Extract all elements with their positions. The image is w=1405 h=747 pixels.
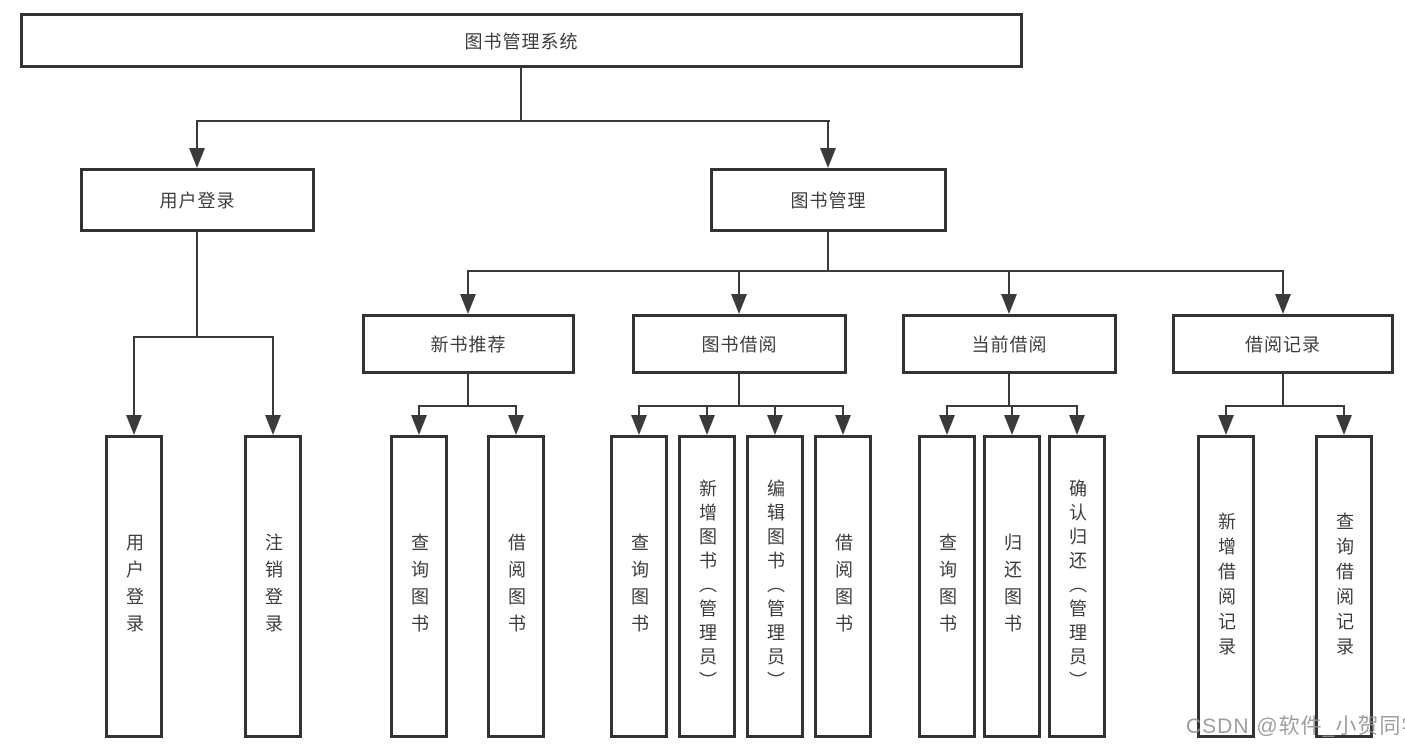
leaf-logout: 注销登录	[244, 435, 302, 738]
arrow-down-icon	[189, 148, 205, 168]
connector-line	[1225, 405, 1227, 419]
csdn-watermark: CSDN @软件_小贺同学	[1186, 715, 1405, 738]
connector-line	[842, 405, 844, 419]
connector-line	[827, 120, 829, 150]
leaf-label: 用户登录	[124, 532, 144, 641]
connector-line	[133, 336, 274, 338]
leaf-add-borrow-record: 新增借阅记录	[1197, 435, 1255, 738]
connector-line	[1343, 405, 1345, 419]
arrow-down-icon	[820, 148, 836, 168]
arrow-down-icon	[835, 415, 851, 435]
leaf-label: 借阅图书	[833, 532, 853, 641]
leaf-add-books-admin: 新增图书（管理员）	[678, 435, 736, 738]
connector-line	[1008, 270, 1010, 298]
leaf-borrow-books-borrowing: 借阅图书	[814, 435, 872, 738]
connector-line	[946, 405, 948, 419]
connector-line	[418, 405, 420, 419]
connector-line	[515, 405, 517, 419]
node-current-borrowing: 当前借阅	[902, 314, 1117, 374]
connector-line	[467, 270, 469, 298]
leaf-edit-books-admin: 编辑图书（管理员）	[746, 435, 804, 738]
connector-line	[418, 405, 517, 407]
connector-line	[196, 120, 830, 122]
connector-line	[520, 68, 522, 120]
connector-line	[272, 336, 274, 417]
connector-line	[1011, 405, 1013, 419]
connector-line	[706, 405, 708, 419]
node-book-borrowing: 图书借阅	[632, 314, 847, 374]
connector-line	[467, 270, 1283, 272]
connector-line	[1008, 374, 1010, 405]
node-book-management: 图书管理	[710, 168, 947, 232]
leaf-query-borrow-record: 查询借阅记录	[1315, 435, 1373, 738]
connector-line	[638, 405, 844, 407]
arrow-down-icon	[699, 415, 715, 435]
leaf-query-books-current: 查询图书	[918, 435, 976, 738]
arrow-down-icon	[767, 415, 783, 435]
arrow-down-icon	[1069, 415, 1085, 435]
leaf-label: 借阅图书	[506, 532, 526, 641]
connector-line	[133, 336, 135, 417]
arrow-down-icon	[1275, 294, 1291, 314]
node-user-login: 用户登录	[80, 168, 315, 232]
leaf-query-books-borrowing: 查询图书	[610, 435, 668, 738]
leaf-query-books-recommend: 查询图书	[390, 435, 448, 738]
arrow-down-icon	[265, 415, 281, 435]
arrow-down-icon	[460, 294, 476, 314]
leaf-label: 查询图书	[937, 532, 957, 641]
arrow-down-icon	[1336, 415, 1352, 435]
leaf-label: 新增借阅记录	[1216, 511, 1236, 662]
arrow-down-icon	[411, 415, 427, 435]
connector-line	[196, 232, 198, 336]
leaf-label: 注销登录	[263, 532, 283, 641]
leaf-return-books: 归还图书	[983, 435, 1041, 738]
node-borrowing-records: 借阅记录	[1172, 314, 1394, 374]
leaf-label: 确认归还（管理员）	[1067, 478, 1087, 695]
leaf-label: 查询图书	[409, 532, 429, 641]
connector-line	[827, 232, 829, 270]
arrow-down-icon	[1001, 294, 1017, 314]
arrow-down-icon	[1004, 415, 1020, 435]
leaf-user-login: 用户登录	[105, 435, 163, 738]
connector-line	[738, 374, 740, 405]
leaf-label: 查询图书	[629, 532, 649, 641]
connector-line	[738, 270, 740, 298]
node-root: 图书管理系统	[20, 13, 1023, 68]
leaf-label: 查询借阅记录	[1334, 511, 1354, 662]
leaf-confirm-return-admin: 确认归还（管理员）	[1048, 435, 1106, 738]
arrow-down-icon	[126, 415, 142, 435]
arrow-down-icon	[939, 415, 955, 435]
node-new-book-recommend: 新书推荐	[362, 314, 575, 374]
arrow-down-icon	[508, 415, 524, 435]
leaf-borrow-books-recommend: 借阅图书	[487, 435, 545, 738]
arrow-down-icon	[731, 294, 747, 314]
connector-line	[1282, 270, 1284, 298]
connector-line	[196, 120, 198, 150]
connector-line	[467, 374, 469, 405]
connector-line	[1282, 374, 1284, 405]
leaf-label: 新增图书（管理员）	[697, 478, 717, 695]
leaf-label: 归还图书	[1002, 532, 1022, 641]
arrow-down-icon	[631, 415, 647, 435]
arrow-down-icon	[1218, 415, 1234, 435]
connector-line	[774, 405, 776, 419]
connector-line	[1076, 405, 1078, 419]
connector-line	[638, 405, 640, 419]
leaf-label: 编辑图书（管理员）	[765, 478, 785, 695]
connector-line	[1225, 405, 1345, 407]
